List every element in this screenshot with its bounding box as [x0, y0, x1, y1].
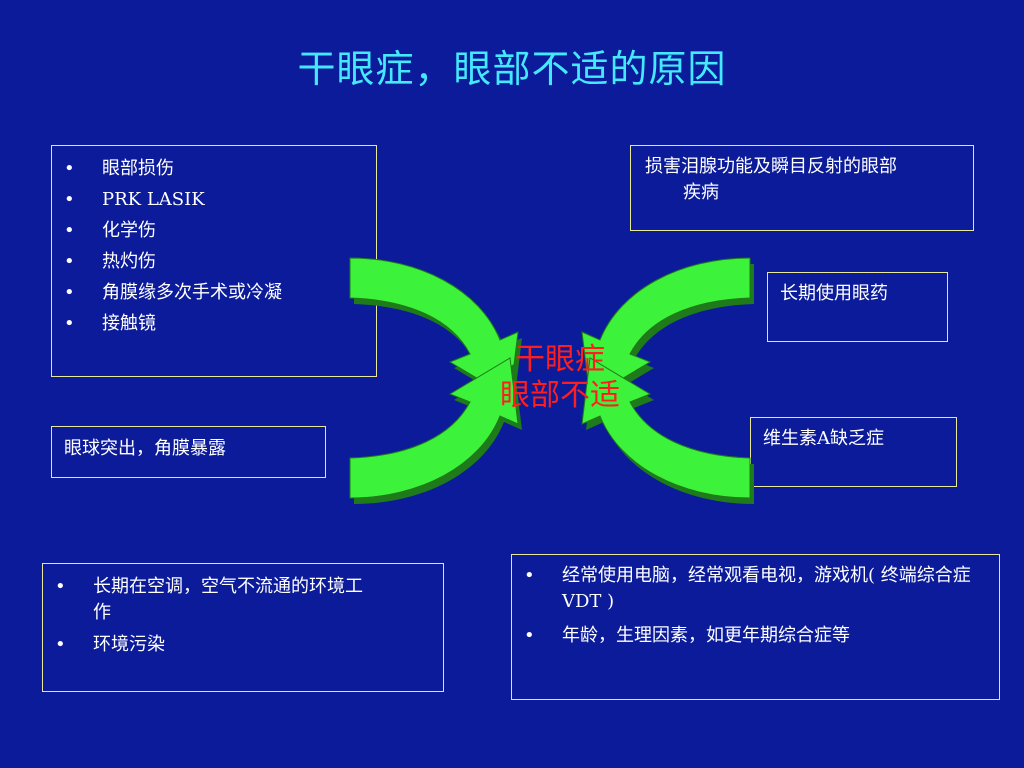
box-text-line: 疾病	[683, 182, 719, 204]
causes-box-eye-drops: 长期使用眼药	[767, 272, 948, 342]
list-item: PRK LASIK	[52, 187, 376, 213]
list-item: 角膜缘多次手术或冷凝	[52, 280, 376, 306]
list-item: 接触镜	[52, 311, 376, 337]
list-item: 经常使用电脑，经常观看电视，游戏机( 终端综合症VDT )	[512, 563, 999, 615]
box-text: 长期使用眼药	[780, 283, 888, 304]
causes-box-exposure: 眼球突出，角膜暴露	[51, 426, 326, 478]
causes-box-vitamin-a: 维生素A缺乏症	[750, 417, 957, 487]
causes-box-lacrimal-disease: 损害泪腺功能及瞬目反射的眼部 疾病	[630, 145, 974, 231]
causes-box-screen-age: 经常使用电脑，经常观看电视，游戏机( 终端综合症VDT ) 年龄，生理因素，如更…	[511, 554, 1000, 700]
slide-title: 干眼症，眼部不适的原因	[297, 47, 727, 91]
box-text: 眼球突出，角膜暴露	[64, 438, 226, 459]
causes-box-environment: 长期在空调，空气不流通的环境工作 环境污染	[42, 563, 444, 692]
center-label: 干眼症 眼部不适	[440, 342, 680, 414]
box-text-line: 损害泪腺功能及瞬目反射的眼部	[645, 156, 897, 177]
center-label-line: 眼部不适	[500, 378, 620, 413]
list-item: 眼部损伤	[52, 156, 376, 182]
list-item: 长期在空调，空气不流通的环境工作	[43, 574, 443, 626]
list-item: 化学伤	[52, 218, 376, 244]
list-item: 热灼伤	[52, 249, 376, 275]
causes-box-eye-injury: 眼部损伤 PRK LASIK 化学伤 热灼伤 角膜缘多次手术或冷凝 接触镜	[51, 145, 377, 377]
list-item: 环境污染	[43, 632, 443, 658]
box-text: 维生素A缺乏症	[763, 428, 884, 449]
center-label-line: 干眼症	[515, 342, 605, 377]
list-item: 年龄，生理因素，如更年期综合症等	[512, 623, 999, 649]
